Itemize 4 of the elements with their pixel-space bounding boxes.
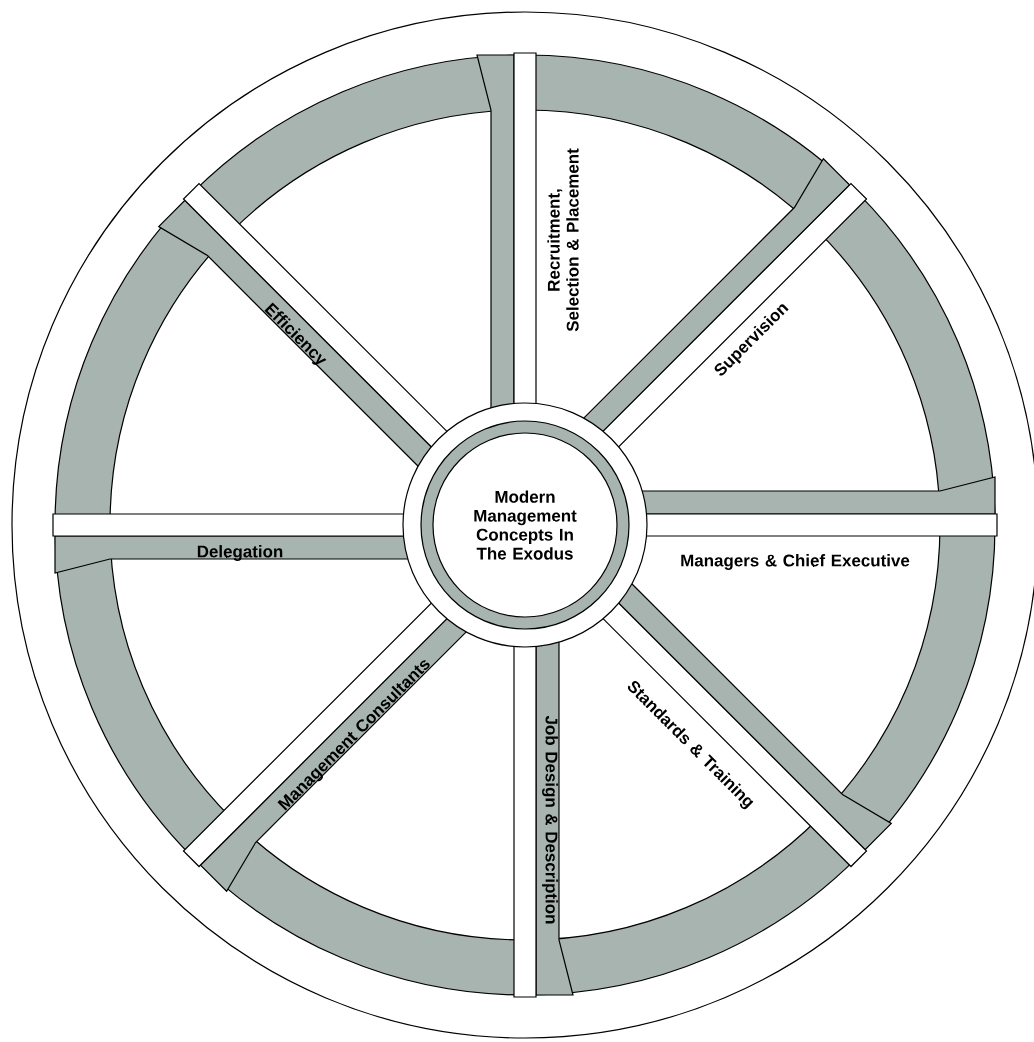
spoke-label: Delegation — [197, 545, 283, 561]
spoke-label: Recruitment, Selection & Placement — [547, 148, 579, 332]
spoke-label: Managers & Chief Executive — [681, 554, 910, 570]
spoke-label: Job Design & Description — [542, 715, 558, 924]
